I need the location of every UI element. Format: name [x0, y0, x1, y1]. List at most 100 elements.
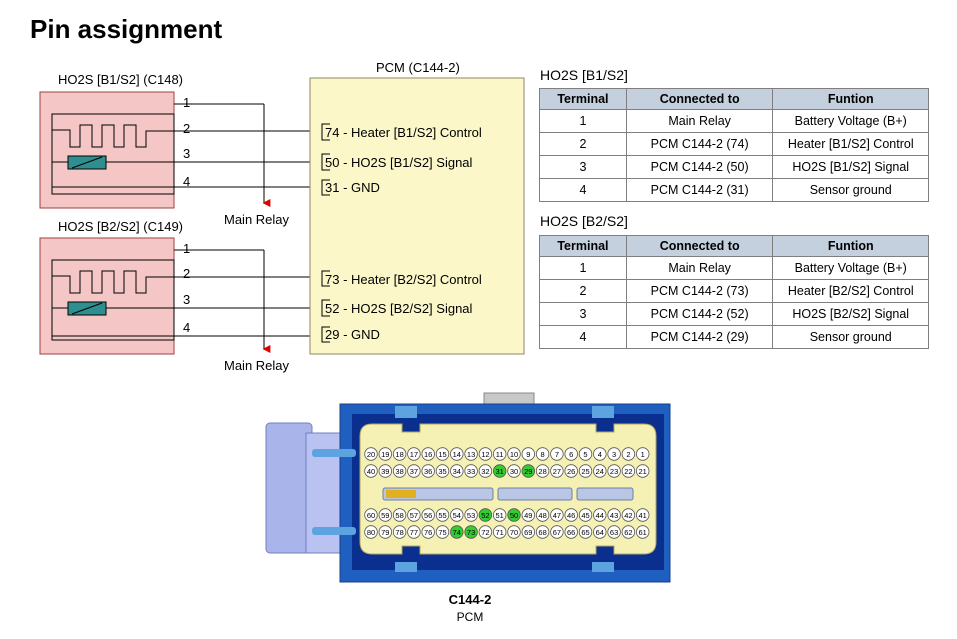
connector-pin-label: 12	[481, 450, 489, 459]
connector-pin-23	[607, 464, 621, 478]
connector-pin-59	[378, 508, 393, 522]
connector-name: C144-2	[448, 592, 492, 607]
sensor1-relay-label: Main Relay	[224, 212, 290, 227]
connector-pin-label: 62	[624, 528, 632, 537]
connector-pin-label: 9	[526, 450, 530, 459]
pin-table-b2s2: Terminal Connected to Funtion 1 Main Rel…	[539, 235, 929, 349]
connector-pin-29	[521, 464, 536, 478]
connector-pin-label: 30	[510, 467, 518, 476]
connector-pin-68	[535, 525, 550, 539]
pin-table-b1s2: Terminal Connected to Funtion 1 Main Rel…	[539, 88, 929, 202]
connector-pin-2	[621, 447, 636, 461]
connector-pin-16	[421, 447, 435, 461]
table-header: Terminal	[539, 235, 627, 257]
table-cell: Battery Voltage (B+)	[772, 109, 929, 133]
table-header: Connected to	[625, 88, 774, 110]
connector-pin-label: 52	[481, 511, 489, 520]
connector-pin-label: 53	[467, 511, 475, 520]
table-cell: PCM C144-2 (73)	[625, 279, 774, 303]
connector-pin-3	[607, 447, 621, 461]
connector-pin-56	[421, 508, 435, 522]
table-cell: Main Relay	[625, 109, 774, 133]
sensor1-heater-icon	[52, 124, 174, 148]
connector-pin-label: 26	[567, 467, 575, 476]
connector-pin-label: 60	[367, 511, 375, 520]
connector-pin-label: 78	[395, 528, 403, 537]
connector-pin-33	[464, 464, 478, 478]
connector-pin-label: 34	[453, 467, 461, 476]
connector-pin-36	[421, 464, 435, 478]
connector-pin-label: 59	[381, 511, 389, 520]
connector-pin-label: 74	[453, 528, 461, 537]
connector-pin-76	[421, 525, 435, 539]
connector-pin-42	[621, 508, 636, 522]
table-cell: Main Relay	[625, 256, 774, 280]
connector-pin-label: 35	[438, 467, 446, 476]
sensor1-box	[39, 91, 175, 209]
sensor2-pin-2: 2	[183, 266, 191, 281]
connector-pin-label: 55	[438, 511, 446, 520]
connector-pin-label: 29	[524, 467, 532, 476]
connector-pin-65	[578, 525, 593, 539]
connector-pin-18	[392, 447, 407, 461]
table2-title: HO2S [B2/S2]	[540, 213, 628, 229]
connector-pin-74	[450, 525, 464, 539]
connector-pin-label: 24	[596, 467, 604, 476]
connector-pin-label: 17	[410, 450, 418, 459]
connector-pin-21	[636, 464, 650, 478]
connector-pin-label: 79	[381, 528, 389, 537]
connector-pin-label: 5	[583, 450, 587, 459]
table-cell: 1	[539, 109, 627, 133]
connector-pin-label: 31	[496, 467, 504, 476]
sensor2-label: HO2S [B2/S2] (C149)	[58, 219, 183, 234]
sensor1-pin-4: 4	[183, 174, 191, 189]
connector-pin-77	[407, 525, 421, 539]
table-cell: Sensor ground	[772, 325, 929, 349]
connector-pin-label: 10	[510, 450, 518, 459]
connector-pin-45	[578, 508, 593, 522]
connector-pin-39	[378, 464, 393, 478]
connector-pin-12	[478, 447, 493, 461]
connector-pin-label: 64	[596, 528, 604, 537]
connector-pin-35	[435, 464, 450, 478]
sensor1-pin-1: 1	[183, 95, 191, 110]
connector-pin-75	[435, 525, 450, 539]
connector-pin-label: 71	[496, 528, 504, 537]
table-cell: HO2S [B2/S2] Signal	[772, 302, 929, 326]
connector-pin-label: 67	[553, 528, 561, 537]
table-row: 1 Main Relay Battery Voltage (B+)	[539, 109, 929, 133]
connector-pin-19	[378, 447, 393, 461]
connector-pin-label: 80	[367, 528, 375, 537]
connector-pin-24	[593, 464, 607, 478]
sensor1-label: HO2S [B1/S2] (C148)	[58, 72, 183, 87]
table-cell: PCM C144-2 (31)	[625, 178, 774, 202]
sensor2-pin-3: 3	[183, 292, 191, 307]
connector-pin-61	[636, 525, 650, 539]
pcm-terminal-29: 29 - GND	[325, 327, 380, 342]
connector-pin-label: 11	[496, 450, 504, 459]
connector-pin-49	[521, 508, 536, 522]
connector-pin-label: 7	[555, 450, 559, 459]
table-cell: Heater [B2/S2] Control	[772, 279, 929, 303]
table1-title: HO2S [B1/S2]	[540, 67, 628, 83]
connector-pin-66	[564, 525, 578, 539]
connector-pin-label: 36	[424, 467, 432, 476]
connector-pin-label: 21	[639, 467, 647, 476]
connector-pin-72	[478, 525, 493, 539]
pcm-terminal-74: 74 - Heater [B1/S2] Control	[325, 125, 482, 140]
table-header: Terminal	[539, 88, 627, 110]
connector-pin-10	[507, 447, 521, 461]
connector-pin-34	[450, 464, 464, 478]
connector-pin-28	[535, 464, 550, 478]
connector-pin-47	[550, 508, 564, 522]
table-cell: 3	[539, 302, 627, 326]
connector-pin-63	[607, 525, 621, 539]
connector-pin-70	[507, 525, 521, 539]
sensor2-box	[39, 237, 175, 355]
table-cell: PCM C144-2 (50)	[625, 155, 774, 179]
connector-pin-label: 68	[538, 528, 546, 537]
connector-pin-41	[636, 508, 650, 522]
connector-pin-67	[550, 525, 564, 539]
